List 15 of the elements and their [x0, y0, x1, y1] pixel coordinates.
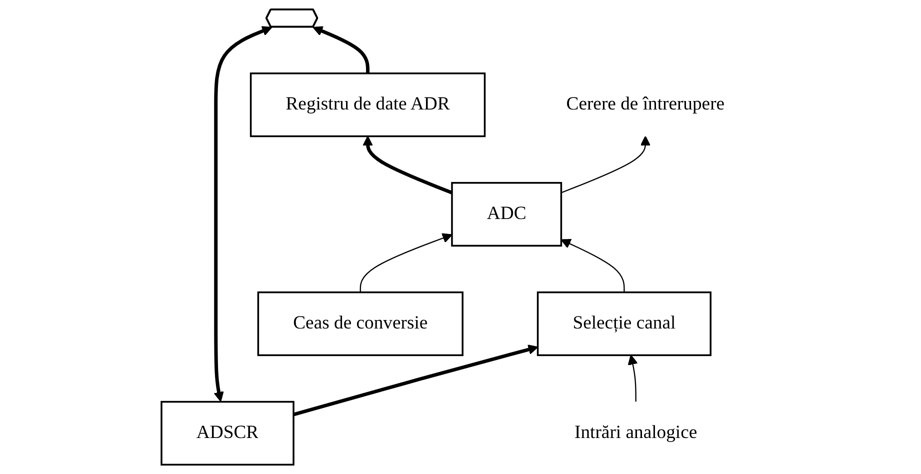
node-box: Ceas de conversie	[257, 291, 464, 356]
node-box: Registru de date ADR	[250, 72, 486, 138]
node-text: Intrări analogice	[574, 422, 698, 443]
arrow	[293, 344, 538, 416]
arrow	[214, 26, 272, 402]
arrow	[312, 26, 370, 74]
arrow	[561, 136, 651, 194]
node-box: Selecție canal	[536, 291, 712, 356]
arrow	[560, 238, 625, 292]
arrow	[362, 136, 453, 194]
arrow	[628, 354, 638, 402]
node-box: ADC	[451, 182, 562, 247]
node-box: ADSCR	[160, 400, 294, 466]
node-text: Cerere de întrerupere	[566, 94, 725, 114]
arrow	[360, 233, 452, 292]
